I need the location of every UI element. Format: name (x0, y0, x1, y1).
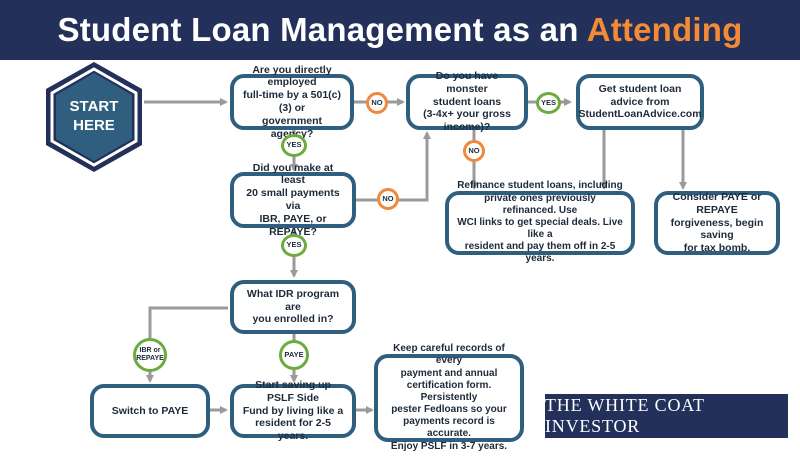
node-loan-advice: Get student loan advice from StudentLoan… (576, 74, 704, 130)
badge-no-small-payments: NO (377, 188, 399, 210)
start-here-label: START HERE (69, 98, 119, 134)
node-monster-loans: Do you have monster student loans (3-4x+… (406, 70, 528, 133)
badge-yes-small-payments: YES (281, 234, 307, 257)
header-banner: Student Loan Management as an Attending (0, 0, 800, 60)
badge-paye: PAYE (279, 340, 309, 370)
page-title: Student Loan Management as an Attending (58, 11, 743, 49)
title-main: Student Loan Management as an (57, 11, 579, 48)
node-switch-paye: Switch to PAYE (90, 384, 210, 438)
node-careful-records: Keep careful records of every payment an… (374, 343, 524, 452)
node-refinance: Refinance student loans, including priva… (445, 180, 635, 264)
white-coat-investor-logo: THE WHITE COAT INVESTOR (545, 394, 788, 438)
badge-yes-monster: YES (536, 92, 561, 114)
title-accent: Attending (586, 11, 743, 48)
badge-ibr-repaye: IBR or REPAYE (133, 338, 167, 372)
badge-no-employed: NO (366, 92, 388, 114)
start-hexagon-ring (50, 67, 138, 167)
node-consider-paye: Consider PAYE or REPAYE forgiveness, beg… (654, 191, 780, 255)
badge-yes-employed: YES (281, 134, 307, 157)
node-directly-employed: Are you directly employed full-time by a… (230, 64, 354, 140)
badge-no-monster: NO (463, 140, 485, 162)
start-hexagon-inner (56, 73, 132, 161)
node-saving-pslf: Start saving up PSLF Side Fund by living… (230, 379, 356, 442)
node-idr-program: What IDR program are you enrolled in? (230, 280, 356, 334)
node-small-payments: Did you make at least 20 small payments … (230, 162, 356, 238)
